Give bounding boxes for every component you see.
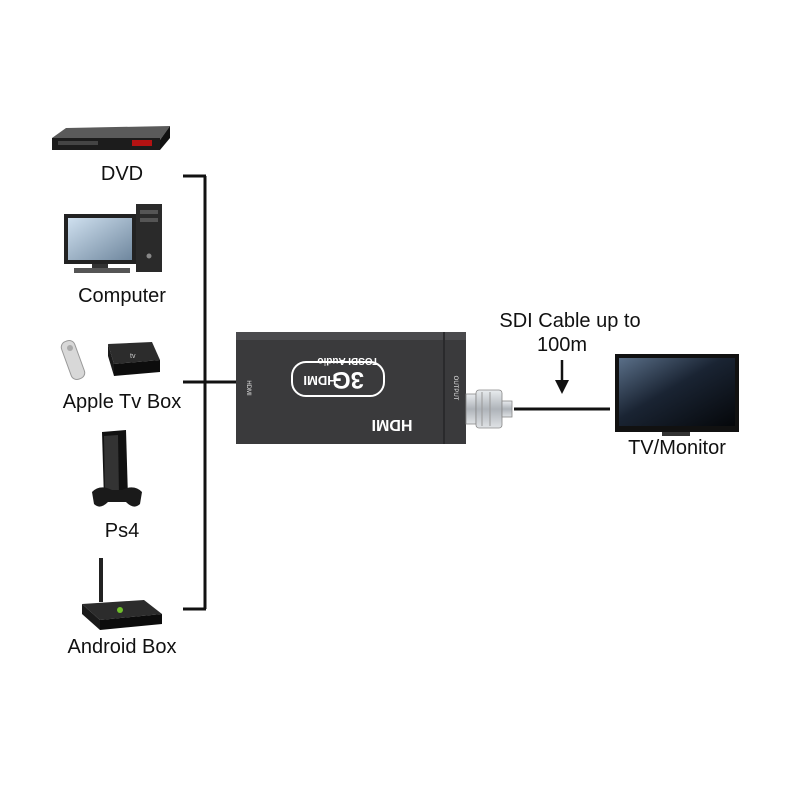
source-bracket bbox=[183, 174, 237, 611]
converter-brand-hdmi: HDMI bbox=[303, 373, 336, 388]
source-label-apple-tv: Apple Tv Box bbox=[63, 391, 182, 413]
hdmi-to-sdi-converter-icon: 3G HDMI TOSDI Audio HDMI HDMI OUTPUT bbox=[236, 332, 466, 444]
dvd-player-icon bbox=[52, 126, 170, 150]
bnc-connector-icon bbox=[465, 389, 513, 429]
source-label-android-box: Android Box bbox=[68, 636, 177, 658]
tv-monitor-icon bbox=[615, 354, 739, 436]
arrow-down-icon bbox=[555, 360, 569, 394]
source-label-dvd: DVD bbox=[101, 163, 143, 185]
game-console-icon bbox=[92, 430, 142, 507]
svg-text:tv: tv bbox=[130, 353, 136, 360]
display-label: TV/Monitor bbox=[628, 437, 726, 459]
apple-tv-box-icon: tv bbox=[60, 340, 160, 380]
source-label-computer: Computer bbox=[78, 285, 166, 307]
converter-input-port-label: HDMI bbox=[245, 380, 251, 396]
converter-model: 3G bbox=[332, 366, 364, 393]
desktop-computer-icon bbox=[64, 204, 162, 273]
converter-line: TOSDI Audio bbox=[317, 355, 378, 366]
android-box-icon bbox=[82, 558, 162, 630]
cable-label-line1: SDI Cable up to bbox=[499, 310, 640, 332]
source-label-ps4: Ps4 bbox=[105, 520, 139, 542]
converter-face-brand: HDMI bbox=[372, 416, 413, 433]
cable-label-line2: 100m bbox=[537, 334, 587, 356]
converter-output-port-label: OUTPUT bbox=[452, 376, 458, 401]
